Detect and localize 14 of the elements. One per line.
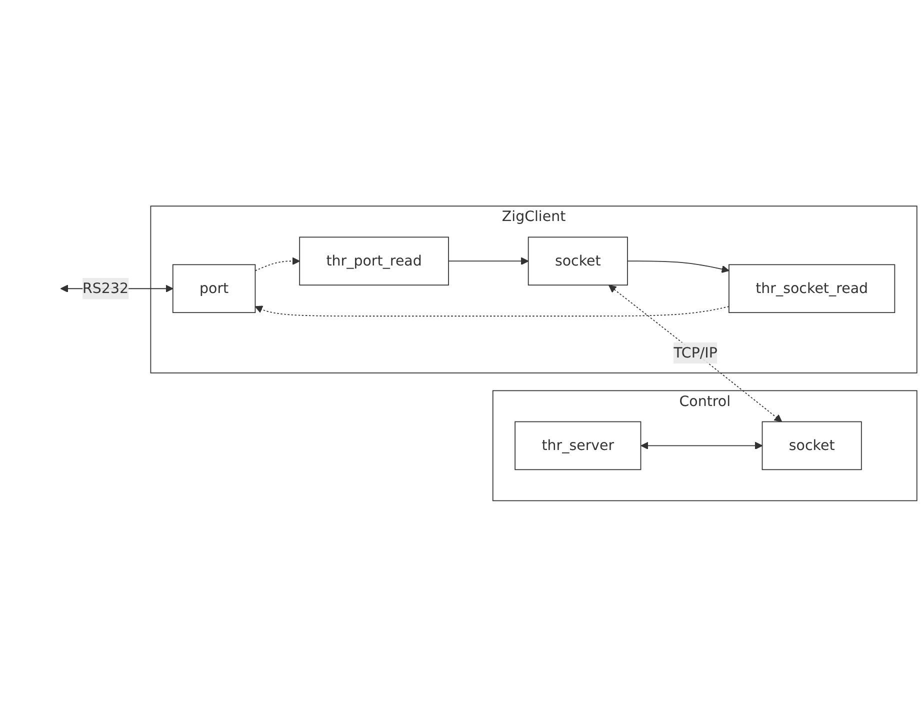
node-box: thr_socket_read [728, 264, 896, 314]
arrow [254, 257, 300, 272]
node-box: thr_port_read [299, 236, 449, 286]
arrow [640, 442, 763, 450]
node-box: socket [762, 421, 862, 470]
node-box: socket [528, 236, 628, 286]
arrow [608, 285, 782, 422]
arrow [254, 306, 730, 317]
node-box: thr_server [514, 421, 642, 470]
arrow [448, 257, 529, 266]
node-box: port [172, 264, 256, 314]
edge-label: TCP/IP [674, 344, 718, 362]
arrow [627, 260, 730, 274]
edge-label: RS232 [82, 280, 129, 297]
